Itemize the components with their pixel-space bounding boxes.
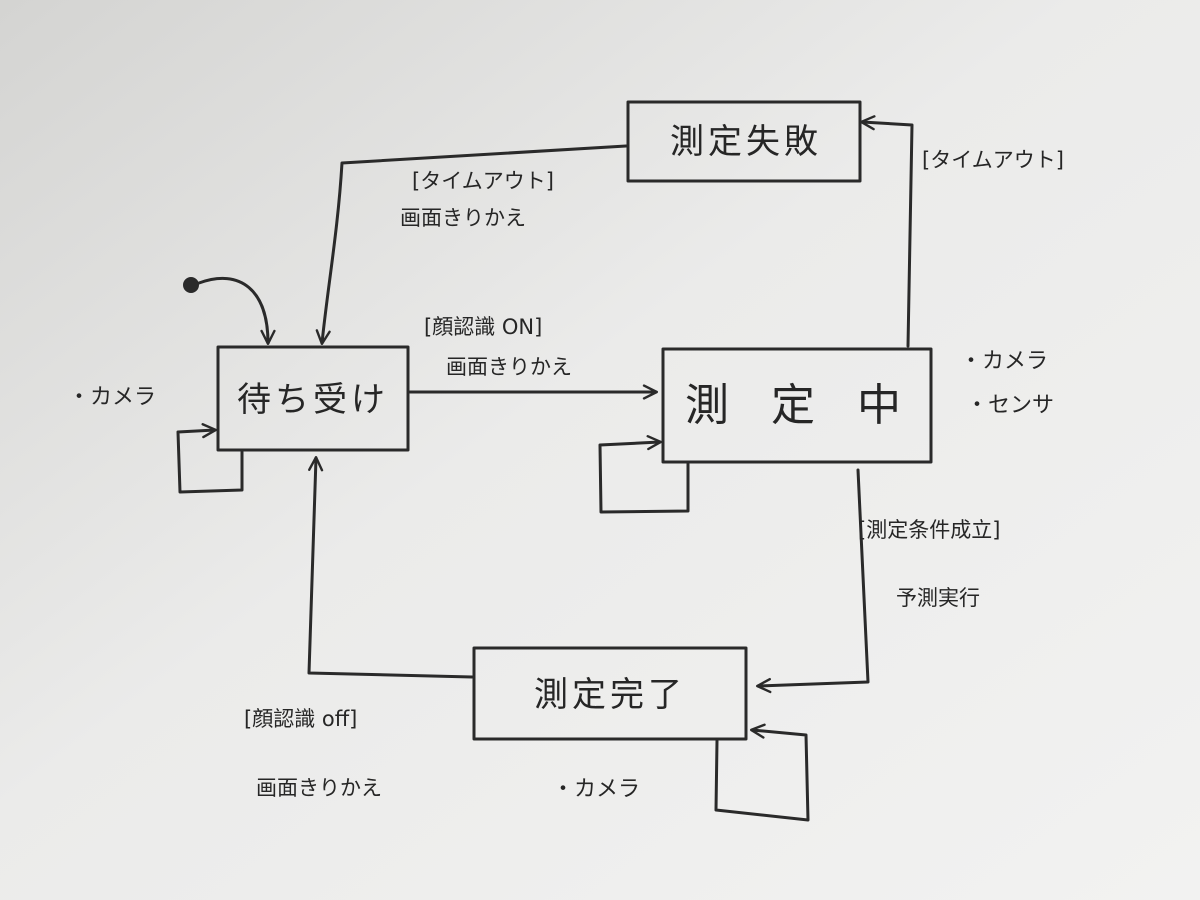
self-loop-measuring bbox=[598, 435, 690, 514]
arrow-failed-to-waiting bbox=[315, 144, 628, 345]
state-failed-box bbox=[626, 100, 862, 183]
arrow-measuring-to-completed bbox=[756, 468, 870, 694]
guard-failed-to-waiting: [タイムアウト] bbox=[412, 169, 554, 193]
initial-state-dot bbox=[183, 277, 199, 293]
state-measuring-box bbox=[661, 347, 933, 464]
state-waiting-box bbox=[216, 345, 410, 452]
state-measuring-label: 測 定 中 bbox=[685, 380, 915, 431]
action-failed-to-waiting: 画面きりかえ bbox=[400, 206, 526, 230]
initial-transition-arrow bbox=[197, 277, 276, 345]
state-completed-label: 測定完了 bbox=[534, 675, 686, 715]
note-measuring-sensor: ・センサ bbox=[966, 393, 1054, 418]
note-completed-camera: ・カメラ bbox=[552, 777, 640, 802]
state-failed-label: 測定失敗 bbox=[670, 122, 822, 162]
arrow-measuring-to-failed bbox=[860, 115, 914, 348]
state-waiting-label: 待ち受け bbox=[237, 380, 389, 420]
state-completed-box bbox=[472, 646, 748, 741]
guard-measuring-to-completed: [測定条件成立] bbox=[858, 518, 1000, 542]
guard-measuring-to-failed: [タイムアウト] bbox=[922, 148, 1064, 172]
action-waiting-to-measuring: 画面きりかえ bbox=[446, 355, 572, 379]
self-loop-completed bbox=[714, 723, 810, 822]
action-completed-to-waiting: 画面きりかえ bbox=[256, 776, 382, 800]
note-waiting-camera: ・カメラ bbox=[68, 385, 156, 410]
arrow-completed-to-waiting bbox=[307, 456, 474, 679]
note-measuring-camera: ・カメラ bbox=[960, 349, 1048, 374]
guard-waiting-to-measuring: [顔認識 ON] bbox=[424, 315, 542, 339]
self-loop-waiting bbox=[176, 423, 244, 494]
action-measuring-to-completed: 予測実行 bbox=[896, 586, 980, 610]
guard-completed-to-waiting: [顔認識 off] bbox=[244, 707, 357, 731]
